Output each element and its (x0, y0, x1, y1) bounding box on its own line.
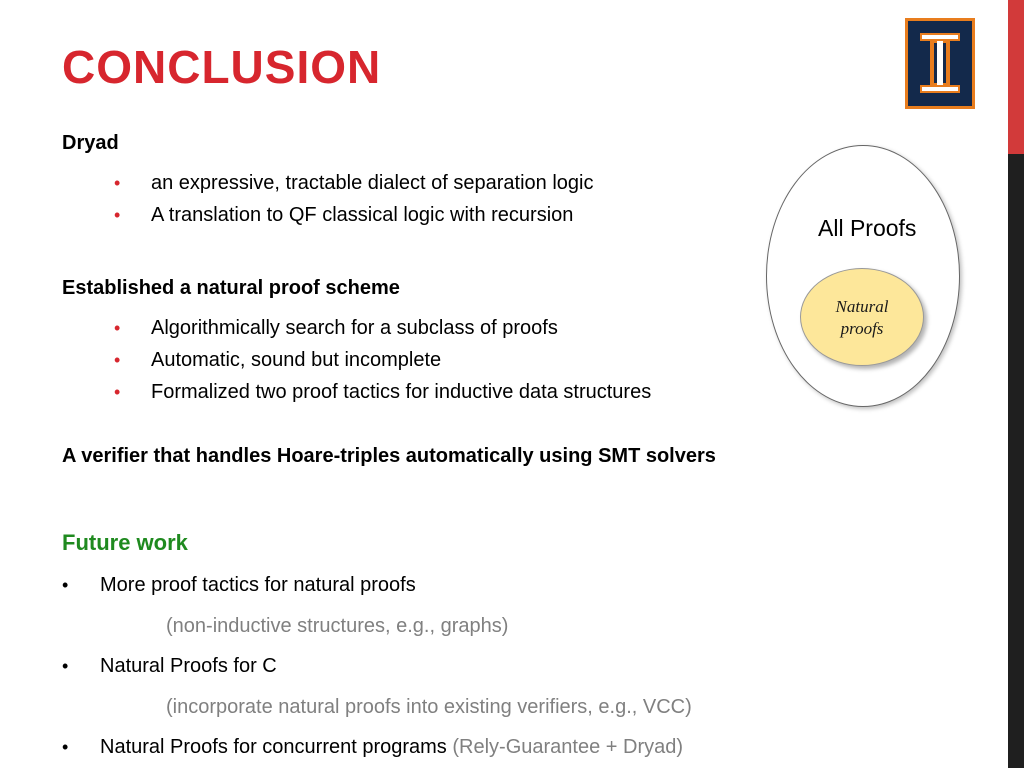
edge-band-dark (1008, 154, 1024, 768)
future-item-note: (incorporate natural proofs into existin… (166, 696, 692, 718)
bullet-text: Automatic, sound but incomplete (151, 349, 442, 371)
section-heading-dryad: Dryad (62, 132, 119, 154)
future-item-inline-note: (Rely-Guarantee + Dryad) (452, 736, 684, 758)
future-item-text: Natural Proofs for C (100, 655, 277, 677)
slide-title: CONCLUSION (62, 41, 382, 93)
list-item: • (114, 318, 120, 338)
bullet-dot: • (114, 173, 121, 193)
bullet-dot: • (114, 350, 121, 370)
future-item-text: Natural Proofs for concurrent programs (100, 736, 447, 758)
list-item: • (62, 656, 68, 676)
bullet-dot: • (62, 575, 69, 595)
future-item-row: Natural Proofs for concurrent programs (… (100, 737, 683, 757)
list-item: • (114, 350, 120, 370)
bullet-text: Formalized two proof tactics for inducti… (151, 381, 652, 403)
bullet-dot: • (62, 737, 69, 757)
list-item: • (114, 205, 120, 225)
bullet-dot: • (114, 318, 121, 338)
list-item: • (114, 173, 120, 193)
bullet-dot: • (114, 382, 121, 402)
bullet-text: A translation to QF classical logic with… (151, 204, 574, 226)
natural-proofs-ellipse (800, 268, 924, 366)
list-item: • (62, 575, 68, 595)
section-heading-natural-proof-scheme: Established a natural proof scheme (62, 277, 400, 299)
bullet-dot: • (62, 656, 69, 676)
column-icon (920, 33, 960, 93)
natural-proofs-label-line1: Natural (835, 297, 889, 316)
bullet-text: an expressive, tractable dialect of sepa… (151, 172, 594, 194)
university-logo (905, 18, 975, 109)
future-work-heading: Future work (62, 530, 188, 555)
future-item-text: More proof tactics for natural proofs (100, 574, 416, 596)
natural-proofs-label: Natural proofs (800, 296, 924, 340)
list-item: • (114, 382, 120, 402)
bullet-text: Algorithmically search for a subclass of… (151, 317, 558, 339)
list-item: • (62, 737, 68, 757)
bullet-dot: • (114, 205, 121, 225)
future-item-note: (non-inductive structures, e.g., graphs) (166, 615, 509, 637)
section-heading-verifier: A verifier that handles Hoare-triples au… (62, 445, 716, 467)
edge-band-red (1008, 0, 1024, 154)
natural-proofs-label-line2: proofs (840, 319, 884, 338)
all-proofs-label: All Proofs (818, 215, 917, 241)
